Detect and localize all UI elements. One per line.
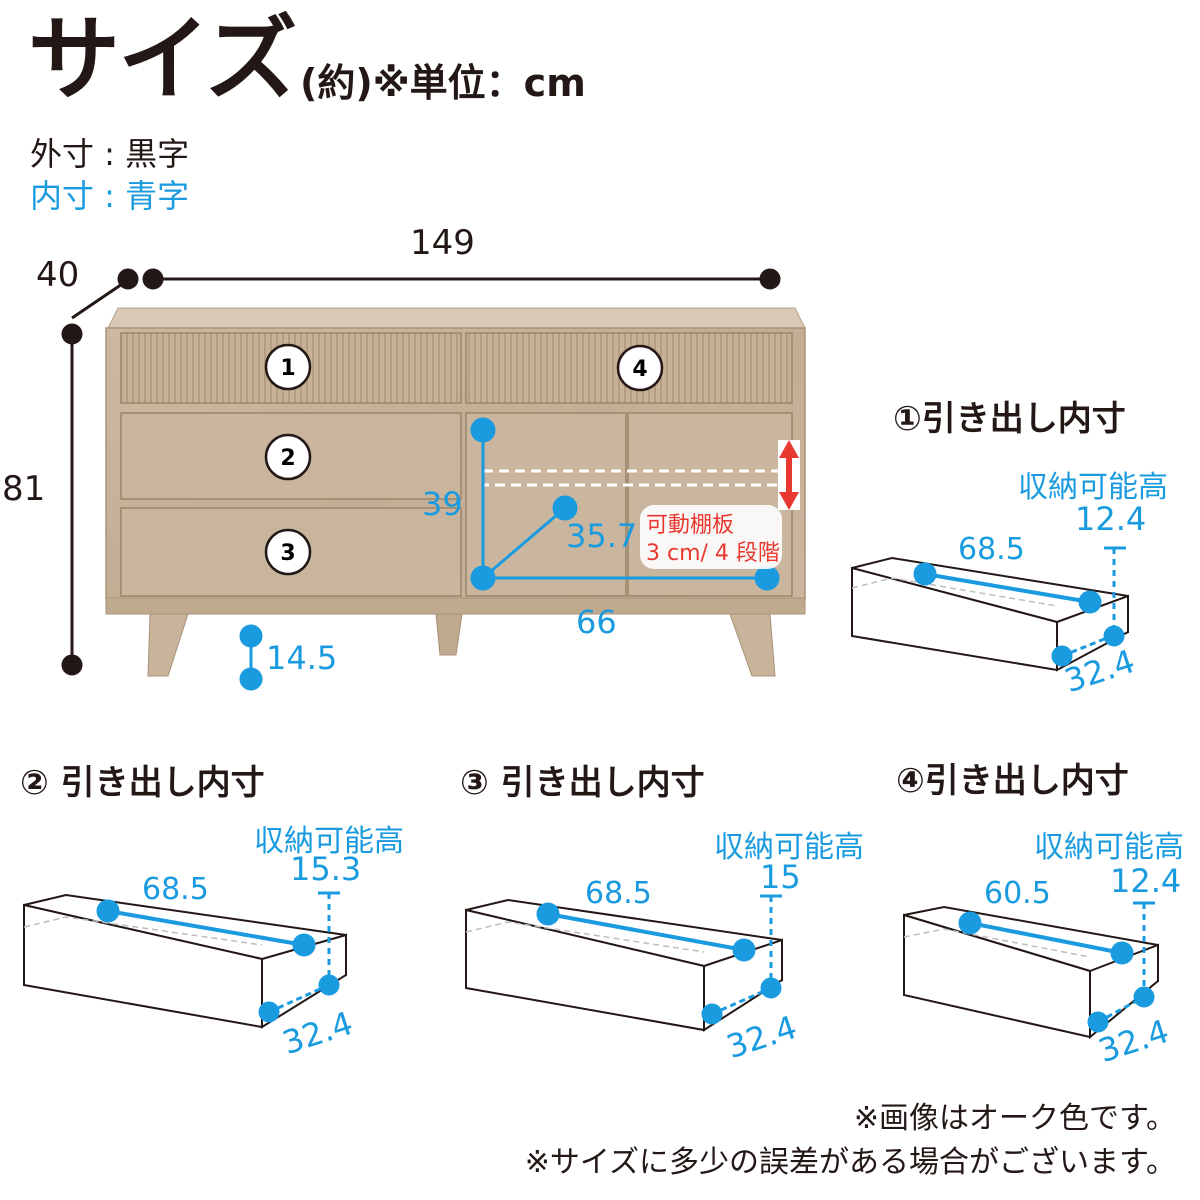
page-title: サイズ [28,6,297,113]
cabinet-plinth [105,597,806,615]
unit-note: (約)※単位：cm [300,61,586,105]
drawer-marker-4-label: 4 [632,357,647,382]
note-tolerance: ※サイズに多少の誤差がある場合がございます。 [524,1145,1176,1180]
drawer-4-width: 60.5 [984,876,1051,911]
drawer-marker-2: 2 [264,433,312,481]
drawer-3-height: 15 [760,858,801,896]
drawer-2-diagram [23,891,347,1029]
drawer-3-storage-label: 収納可能高 [714,830,864,865]
drawer-1-width: 68.5 [958,532,1025,567]
drawer-1-diagram [851,546,1129,672]
shelf-label-box [640,505,782,569]
door-left [465,412,627,597]
dim-height: 81 [2,469,46,509]
drawer-marker-4: 4 [616,344,664,392]
dim-depth: 40 [36,255,80,295]
drawer-number-markers: 1 4 2 3 [264,343,664,576]
outer-dimensions [61,268,781,676]
drawer-marker-2-label: 2 [280,446,295,471]
drawer-1-height: 12.4 [1075,500,1147,538]
drawer-1-title: ①引き出し内寸 [893,399,1126,439]
leg-back-left [435,613,463,656]
drawer-3-diagram [465,894,783,1032]
shelf-adjust-arrow [778,440,800,510]
drawer-4-diagram [903,901,1159,1040]
dim-width: 149 [410,223,475,263]
drawer-marker-1-label: 1 [280,356,295,381]
drawer-marker-3-label: 3 [280,541,295,566]
drawer-1-storage-label: 収納可能高 [1018,470,1168,505]
drawer-4-height: 12.4 [1110,862,1182,900]
drawer-3-title: ③ 引き出し内寸 [460,763,705,803]
drawer-2-title: ② 引き出し内寸 [20,763,265,803]
drawer-marker-1: 1 [264,343,312,391]
dim-inner-depth: 35.7 [566,517,638,555]
note-color: ※画像はオーク色です。 [853,1101,1176,1136]
dim-leg-height: 14.5 [266,639,338,677]
drawer-2-height: 15.3 [290,850,362,888]
drawer-3-width: 68.5 [585,876,652,911]
shelf-label: 可動棚板 [646,513,734,538]
drawer-marker-3: 3 [264,528,312,576]
legend-inner-dimension: 内寸 : 青字 [30,177,190,215]
drawer-4-title: ④引き出し内寸 [896,761,1129,801]
drawer-2-width: 68.5 [142,872,209,907]
leg-front-left [147,613,189,677]
drawer-2-storage-label: 収納可能高 [254,824,404,859]
dim-inner-height: 39 [422,485,463,523]
dim-inner-width: 66 [576,603,617,641]
cabinet-top [107,307,806,329]
legend-outer-dimension: 外寸 : 黒字 [30,135,190,173]
shelf-spec: 3 cm/ 4 段階 [646,541,780,566]
leg-front-right [729,613,776,677]
drawer-4-storage-label: 収納可能高 [1034,830,1184,865]
inner-dimensions [239,417,780,691]
